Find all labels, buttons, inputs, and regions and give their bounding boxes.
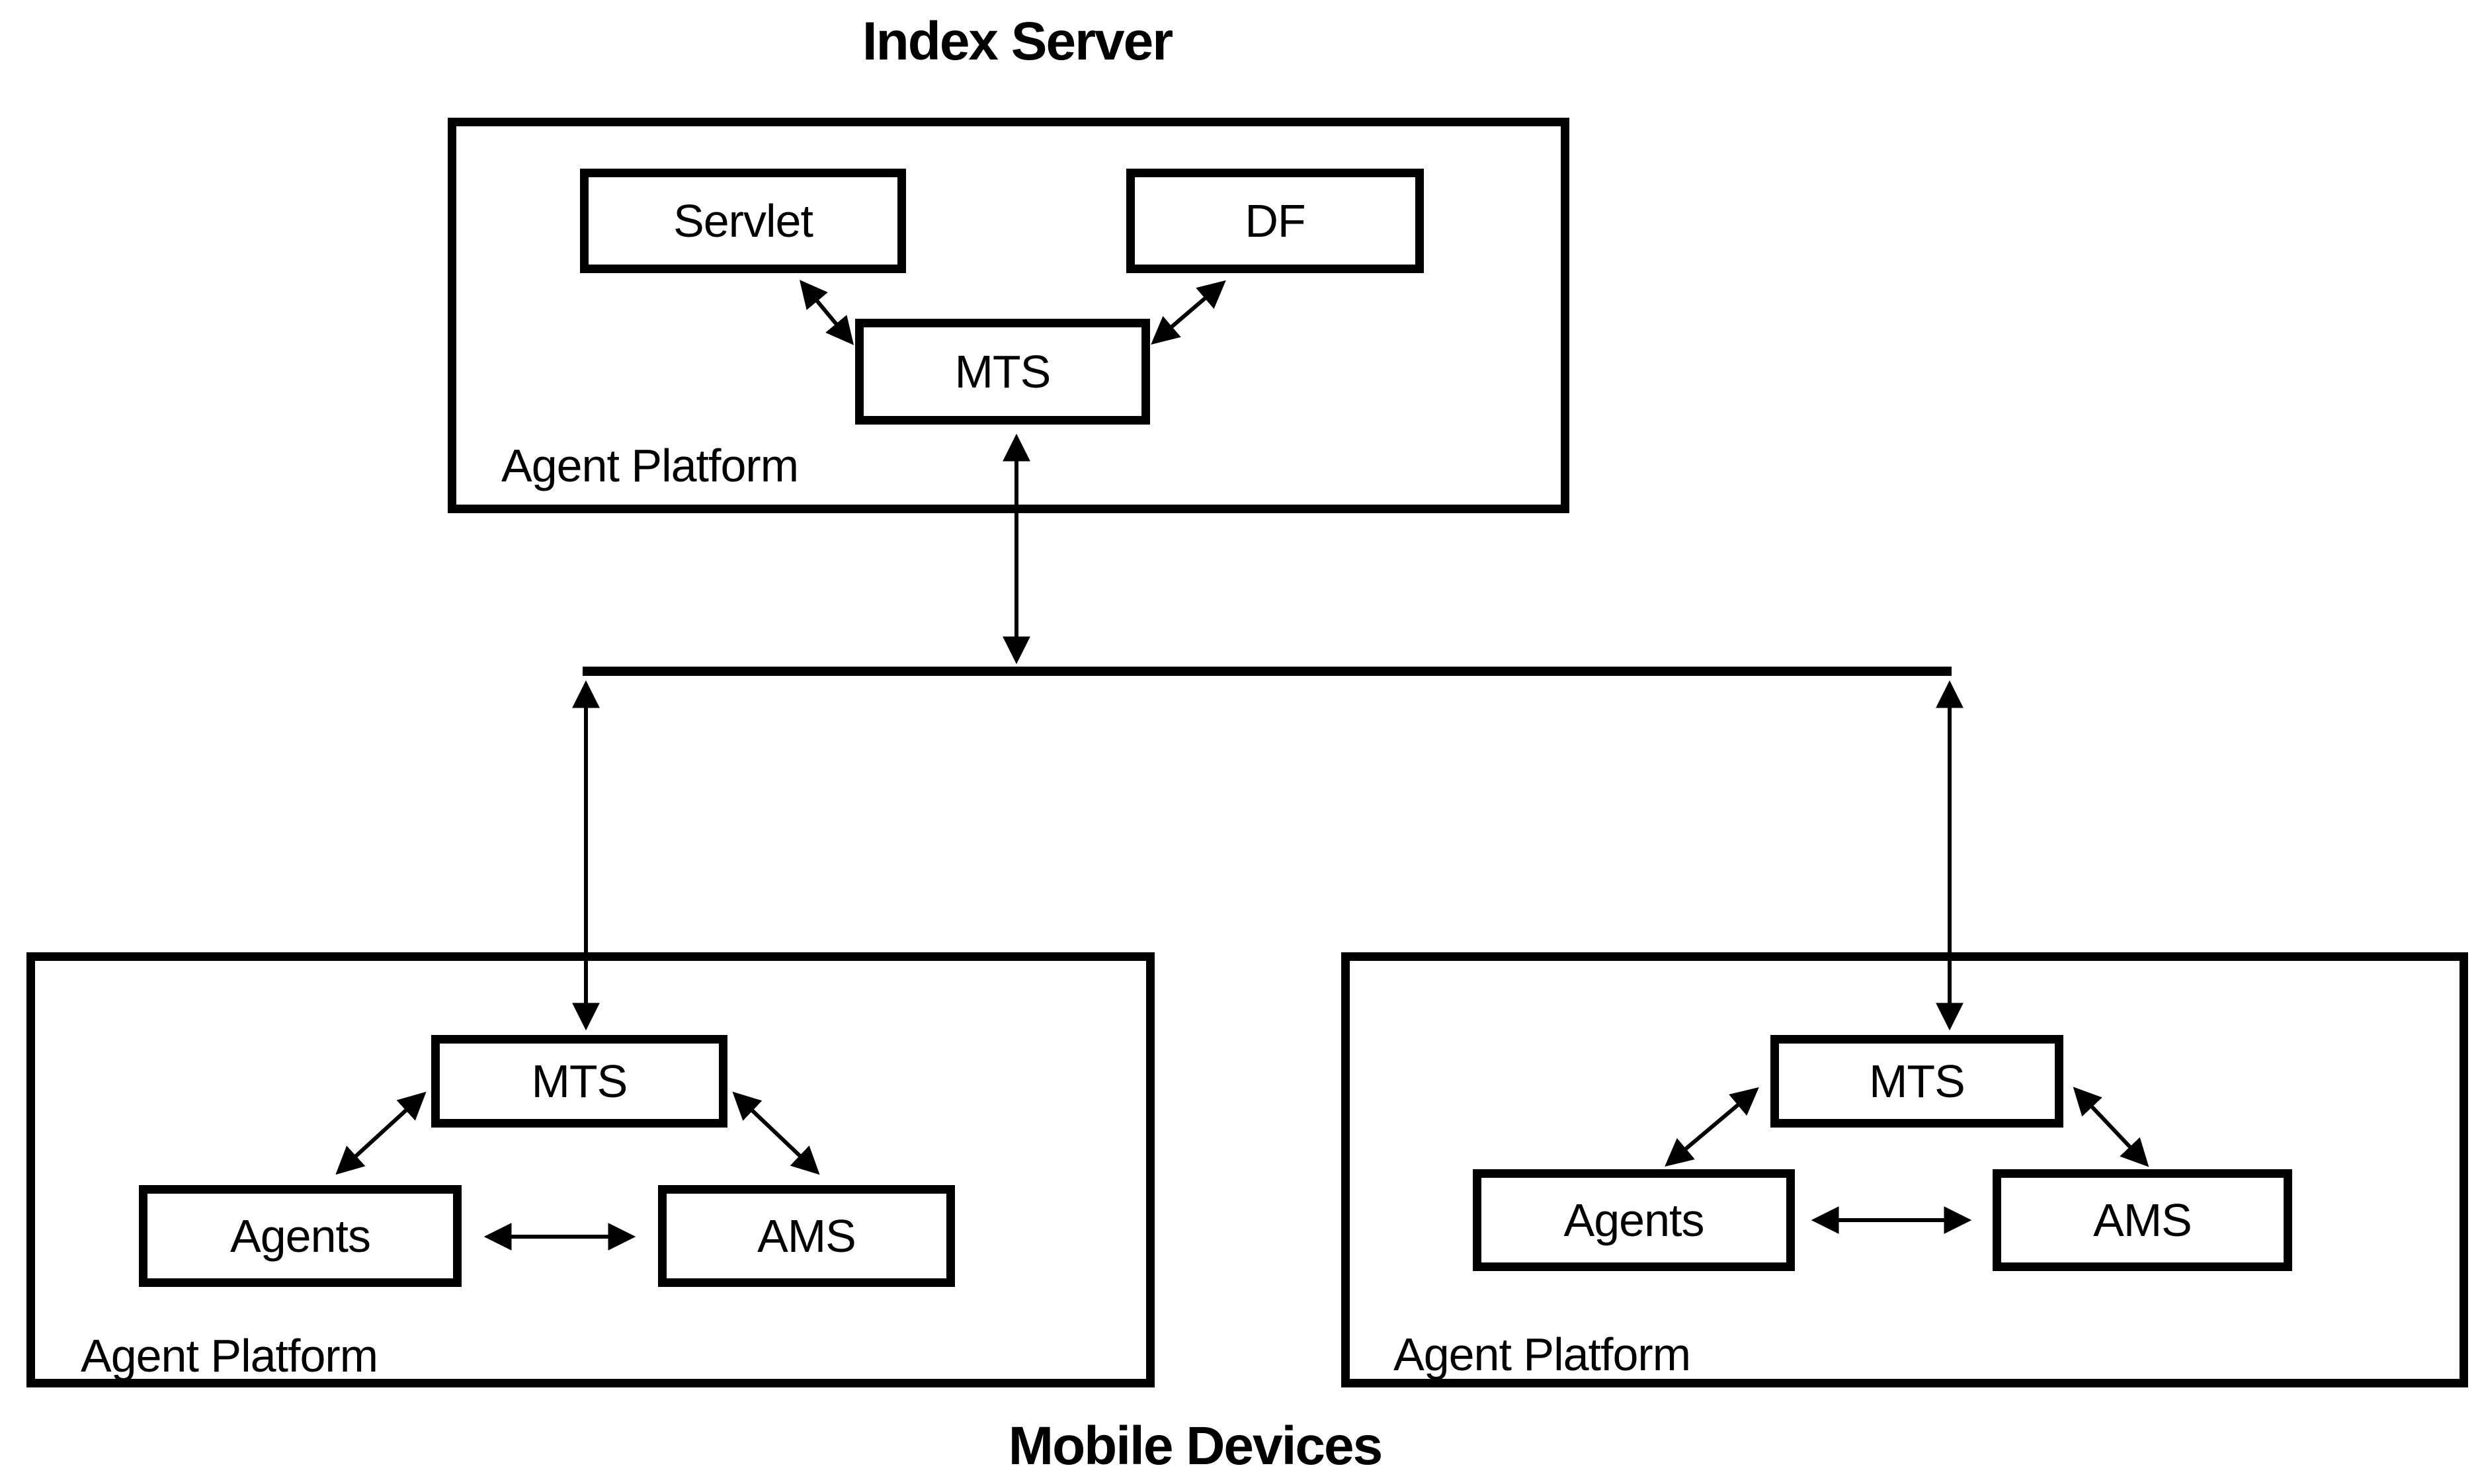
ams-box-left: AMS [658,1185,955,1287]
agents-label-right: Agents [1563,1194,1705,1246]
mts-label-index: MTS [954,346,1052,397]
agents-box-left: Agents [139,1185,462,1287]
df-box: DF [1126,169,1424,273]
df-label: DF [1245,195,1305,247]
mobile-devices-title: Mobile Devices [1008,1416,1383,1476]
index-server-title: Index Server [862,11,1173,71]
index-platform-label: Agent Platform [501,440,799,491]
servlet-label: Servlet [673,195,813,247]
ams-label-right: AMS [2093,1194,2192,1246]
agents-box-right: Agents [1473,1169,1795,1271]
right-platform-label: Agent Platform [1393,1329,1691,1380]
mobile-agent-platform-left: MTS Agents AMS Agent Platform [26,952,1155,1387]
left-platform-label: Agent Platform [81,1330,378,1381]
ams-label-left: AMS [757,1210,856,1262]
mts-box-left: MTS [431,1035,727,1128]
mts-box-right: MTS [1770,1035,2063,1128]
mobile-agent-platform-right: MTS Agents AMS Agent Platform [1341,952,2468,1387]
mts-label-left: MTS [531,1055,628,1107]
mts-label-right: MTS [1869,1055,1965,1107]
servlet-box: Servlet [580,169,906,273]
ams-box-right: AMS [1993,1169,2292,1271]
mts-box-index: MTS [855,319,1150,425]
agents-label-left: Agents [230,1210,371,1262]
index-agent-platform: Servlet DF MTS Agent Platform [448,118,1569,513]
